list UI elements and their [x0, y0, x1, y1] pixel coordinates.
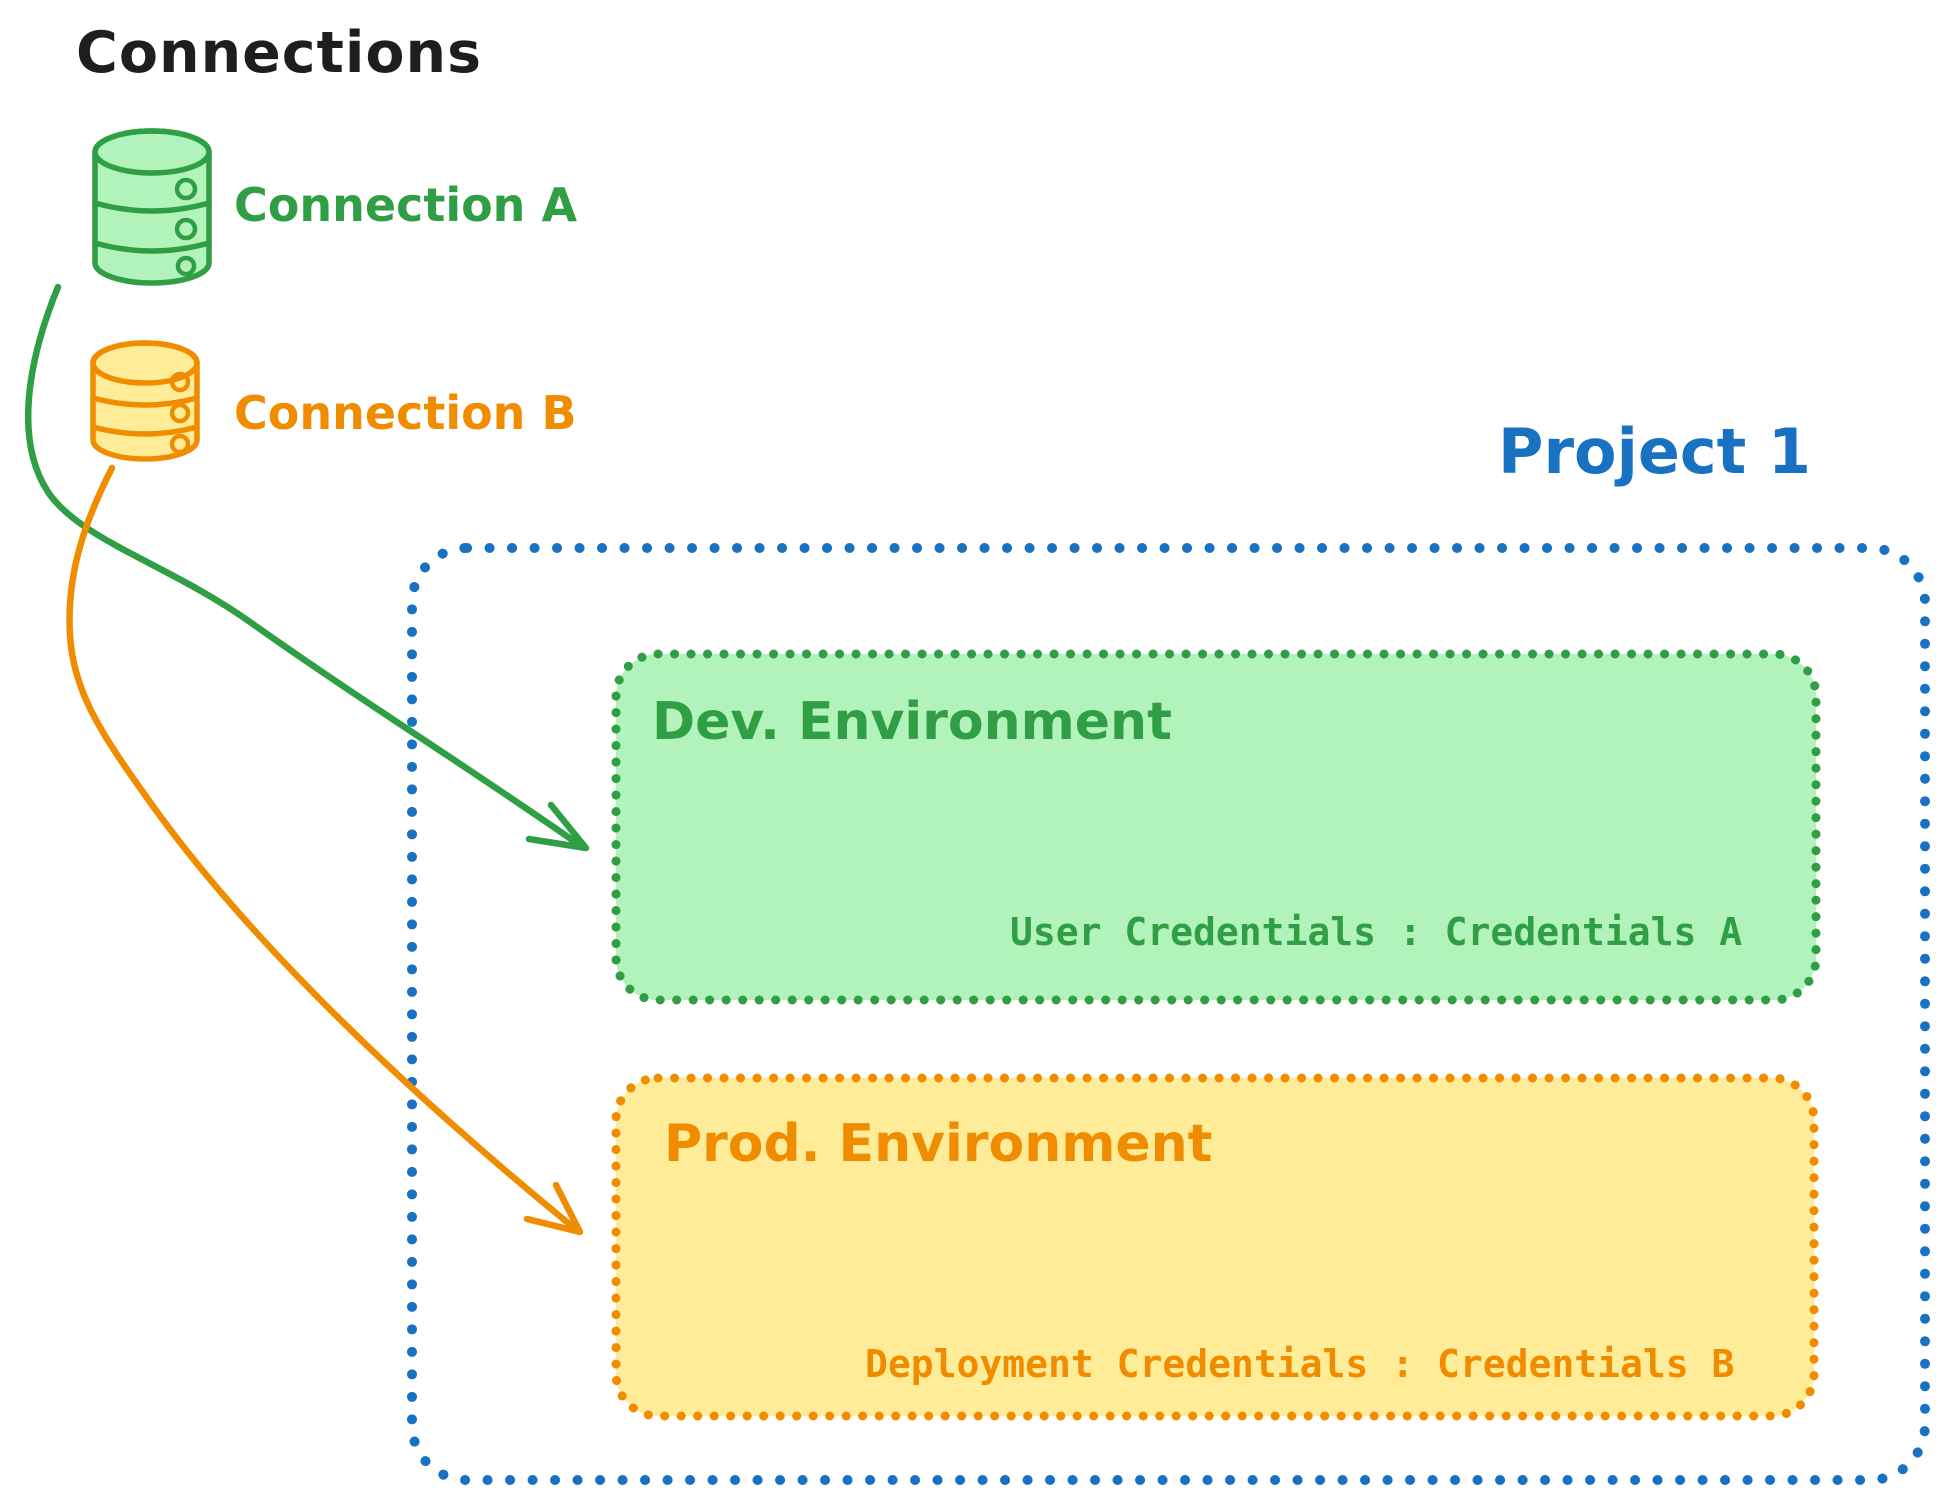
prod-environment-credentials-label: Deployment Credentials : Credentials B	[865, 1342, 1735, 1386]
connection-a-label: Connection A	[234, 178, 578, 232]
dev-environment-name: Dev. Environment	[652, 692, 1172, 752]
connection-b-label: Connection B	[234, 386, 577, 440]
prod-environment-box	[611, 1073, 1819, 1421]
connection-b-to-prod-arrow	[66, 464, 584, 1236]
connection-b-database-icon	[90, 340, 200, 462]
connection-a-to-dev-arrow	[24, 283, 590, 852]
connection-a-database-icon	[92, 128, 212, 286]
dev-environment-credentials-label: User Credentials : Credentials A	[1010, 910, 1743, 954]
connections-title: Connections	[76, 20, 483, 86]
project-1-container-border	[407, 543, 1930, 1485]
project-1-title: Project 1	[1498, 415, 1812, 488]
dev-environment-box	[611, 649, 1821, 1005]
prod-environment-name: Prod. Environment	[664, 1114, 1213, 1174]
